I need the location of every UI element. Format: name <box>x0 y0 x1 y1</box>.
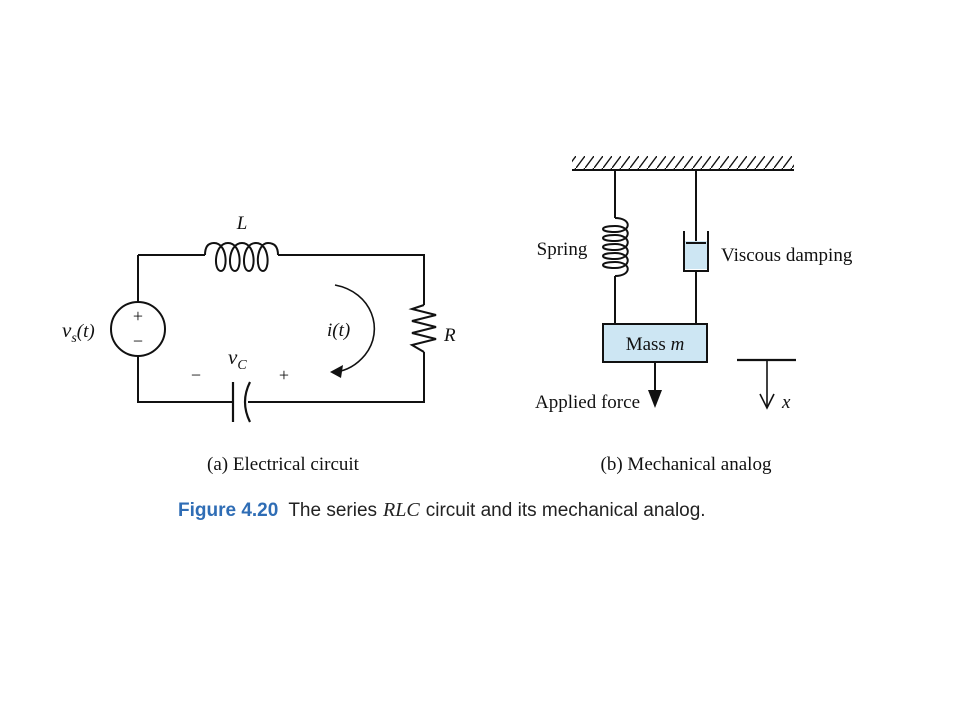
resistor-label: R <box>443 325 456 346</box>
x-arrow-head <box>759 393 775 410</box>
damper-label: Viscous damping <box>721 245 853 266</box>
mechanical-analog: Mass m Spring Viscous damping Applied fo… <box>535 156 853 475</box>
current-label: i(t) <box>327 320 350 341</box>
mass-label: Mass m <box>626 334 685 355</box>
bottom-left-wire <box>137 356 232 403</box>
current-arrow <box>334 284 375 373</box>
ceiling-hatch <box>572 156 794 170</box>
inductor-label: L <box>236 213 248 234</box>
right-wire <box>248 352 425 403</box>
caption-math: RLC <box>382 499 420 521</box>
electrical-caption: (a) Electrical circuit <box>207 454 360 475</box>
source-voltage-symbol: vs(t) <box>62 318 95 346</box>
source-minus: − <box>133 331 143 351</box>
source-plus: + <box>133 306 143 326</box>
electrical-circuit: L R + − vs(t) i(t) vC − + (a) Electrical… <box>62 213 456 475</box>
source-arg: (t) <box>77 321 95 342</box>
inductor-coil <box>204 241 279 273</box>
force-arrow-head <box>648 390 662 408</box>
mass-var: m <box>671 334 685 355</box>
spring-coil <box>602 217 629 277</box>
capacitor-plate-curved <box>243 381 251 423</box>
damper-fluid <box>684 241 708 269</box>
mechanical-caption: (b) Mechanical analog <box>601 454 772 475</box>
mass-text: Mass <box>626 334 671 355</box>
source-v: v <box>62 318 72 342</box>
voltage-source <box>110 301 166 357</box>
figure-number: Figure 4.20 <box>178 500 278 521</box>
top-wire <box>138 254 425 305</box>
cap-sub: C <box>237 358 247 373</box>
caption-post: circuit and its mechanical analog. <box>426 500 706 521</box>
spring-label: Spring <box>537 239 588 260</box>
x-label: x <box>781 392 791 413</box>
resistor <box>408 304 437 353</box>
current-arrow-head <box>330 365 343 378</box>
caption-pre: The series <box>288 500 377 521</box>
capacitor-voltage-symbol: vC <box>228 345 247 373</box>
force-label: Applied force <box>535 392 640 413</box>
cap-v: v <box>228 345 238 369</box>
source-sub: s <box>71 331 77 346</box>
capacitor-minus: − <box>191 365 201 385</box>
capacitor-plus: + <box>279 365 289 385</box>
